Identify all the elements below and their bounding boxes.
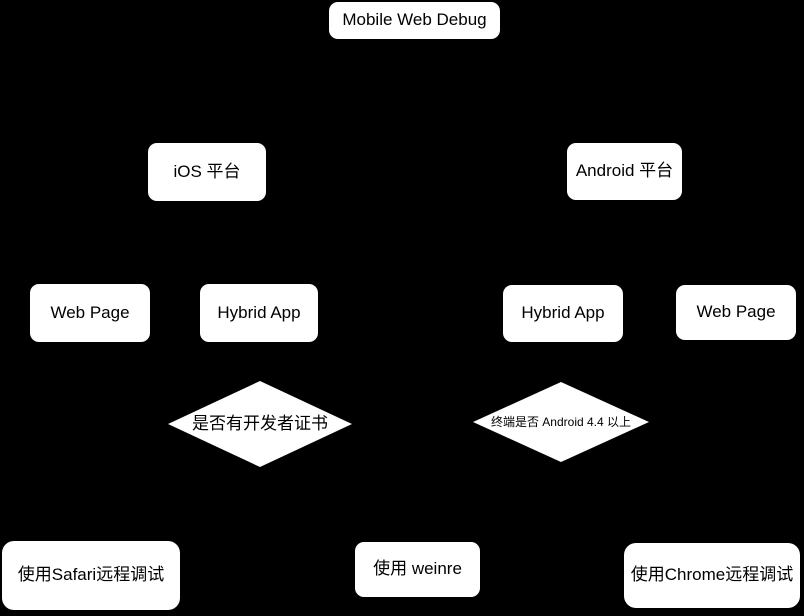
node-android-platform: Android 平台 (567, 143, 682, 200)
decision-android-version: 终端是否 Android 4.4 以上 (473, 382, 649, 462)
node-outcome-chrome-remote-debug: 使用Chrome远程调试 (624, 543, 800, 608)
node-ios-web-page: Web Page (30, 284, 150, 342)
decision-ios-developer-certificate: 是否有开发者证书 (168, 381, 352, 467)
node-ios-platform: iOS 平台 (148, 143, 266, 201)
node-mobile-web-debug: Mobile Web Debug (329, 2, 500, 39)
node-ios-hybrid-app: Hybrid App (200, 284, 318, 342)
node-android-hybrid-app: Hybrid App (503, 285, 623, 342)
node-outcome-safari-remote-debug: 使用Safari远程调试 (2, 541, 180, 610)
node-android-web-page: Web Page (676, 285, 796, 340)
node-outcome-weinre: 使用 weinre (355, 542, 480, 597)
